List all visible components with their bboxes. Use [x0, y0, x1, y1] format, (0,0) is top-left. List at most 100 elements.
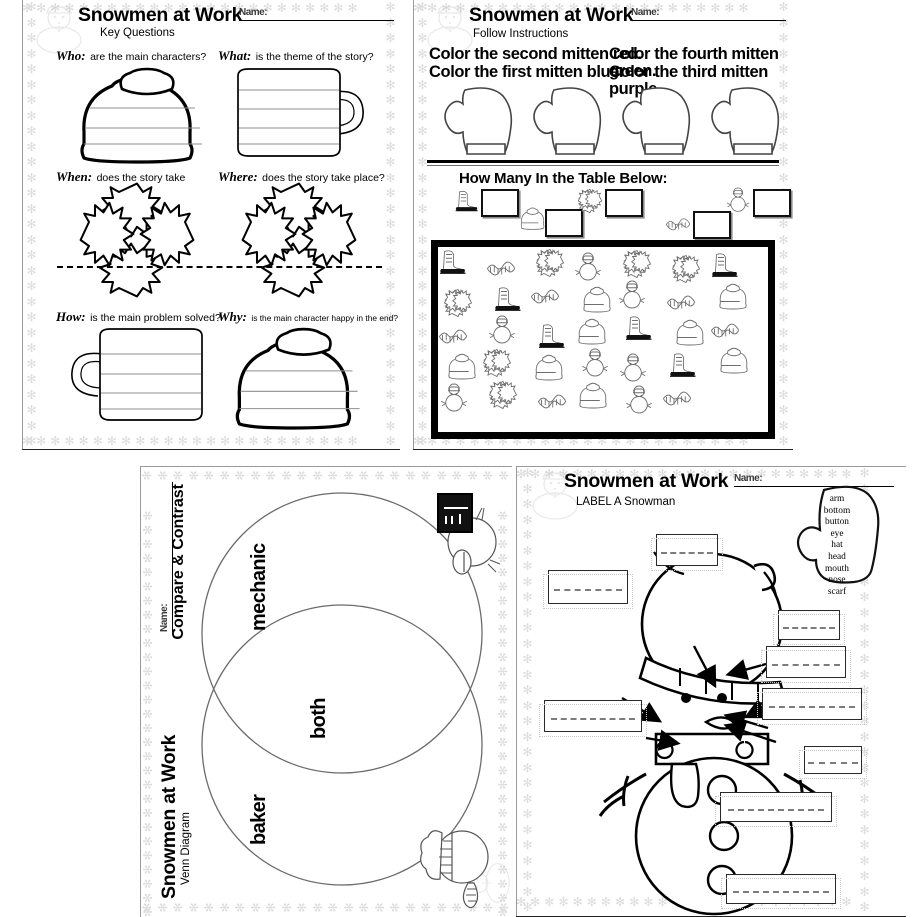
mitten-row: [431, 84, 782, 156]
answer-area-snowflake-when[interactable]: [52, 180, 222, 300]
grid-item-hat: [574, 317, 606, 347]
answer-area-mug-how[interactable]: [52, 322, 220, 428]
snowflake-border-left: ✻ ✻ ✻ ✻ ✻ ✻ ✻ ✻ ✻ ✻ ✻ ✻ ✻ ✻ ✻ ✻ ✻ ✻ ✻ ✻ …: [522, 466, 533, 914]
grid-item-ice-skate: [623, 313, 653, 343]
question-label: What:: [218, 48, 252, 63]
grid-item-hat: [672, 318, 704, 348]
venn-right-label: mechanic: [248, 543, 270, 631]
word-bank-item: mouth: [825, 563, 849, 574]
mitten-4[interactable]: [698, 84, 782, 156]
page-title: Snowmen at Work: [564, 470, 729, 492]
page-subtitle: Follow Instructions: [473, 28, 569, 40]
name-label: Name:: [631, 7, 660, 18]
grid-item-snowflake: [622, 249, 652, 279]
snowflake-border-left: ✻ ✻ ✻ ✻ ✻ ✻ ✻ ✻ ✻ ✻ ✻ ✻ ✻ ✻ ✻ ✻ ✻ ✻ ✻ ✻ …: [26, 0, 37, 448]
label-box[interactable]: [761, 646, 851, 683]
venn-rotated-canvas: ✻ ✻ ✻ ✻ ✻ ✻ ✻ ✻ ✻ ✻ ✻ ✻ ✻ ✻ ✻ ✻ ✻ ✻ ✻ ✻ …: [140, 466, 512, 917]
count-item-ice-skate-icon: [453, 188, 479, 214]
grid-item-hat: [444, 352, 476, 382]
count-answer-box-snowman[interactable]: [753, 189, 791, 217]
count-answer-box-hat[interactable]: [545, 209, 583, 237]
snowflake-writing-line: [57, 266, 382, 268]
instruction-2: Color the first mitten blue.: [429, 63, 624, 81]
question-where: Where: does the story take place?: [218, 168, 385, 186]
name-label: Name:: [239, 7, 268, 18]
grid-item-ice-skate: [437, 247, 467, 277]
label-box[interactable]: [539, 700, 647, 737]
grid-item-scarf: [710, 314, 740, 344]
question-text: is the main problem solved?: [90, 312, 221, 324]
snowflake-border-left: ✻ ✻ ✻ ✻ ✻ ✻ ✻ ✻ ✻ ✻ ✻ ✻ ✻ ✻ ✻ ✻ ✻ ✻ ✻ ✻ …: [417, 0, 428, 448]
name-field[interactable]: Name:: [631, 2, 786, 21]
venn-page-subtitle: Venn Diagram: [180, 812, 192, 885]
grid-item-hat: [579, 285, 611, 315]
label-box[interactable]: [651, 534, 723, 571]
mitten-2[interactable]: [520, 84, 604, 156]
word-bank-item: nose: [828, 575, 846, 586]
question-text: does the story take place?: [262, 172, 385, 184]
page-edge-left: [140, 466, 141, 917]
word-bank-item: arm: [829, 494, 845, 504]
label-box[interactable]: [721, 874, 841, 909]
page-title: Snowmen at Work: [78, 4, 243, 26]
answer-area-hat-why[interactable]: [214, 322, 384, 430]
page-edge-left: [516, 466, 517, 917]
answer-area-snowflake-where[interactable]: [214, 180, 384, 300]
worksheet-venn-diagram: ✻ ✻ ✻ ✻ ✻ ✻ ✻ ✻ ✻ ✻ ✻ ✻ ✻ ✻ ✻ ✻ ✻ ✻ ✻ ✻ …: [140, 466, 512, 917]
word-bank-item: scarf: [827, 586, 847, 597]
mitten-3[interactable]: [609, 84, 693, 156]
snowflake-border-right: ✻ ✻ ✻ ✻ ✻ ✻ ✻ ✻ ✻ ✻ ✻ ✻ ✻ ✻ ✻ ✻ ✻ ✻ ✻ ✻ …: [385, 0, 396, 448]
question-why: Why: is the main character happy in the …: [218, 308, 398, 326]
question-text: does the story take: [96, 172, 186, 184]
answer-area-mug-what[interactable]: [218, 62, 383, 162]
venn-heading: Compare & Contrast: [170, 484, 187, 640]
question-label: When:: [56, 169, 93, 184]
snowman-watermark-icon: [532, 472, 578, 520]
snowman-watermark-icon: [427, 6, 473, 54]
picture-count-grid: [431, 240, 775, 439]
question-text: is the theme of the story?: [255, 51, 374, 63]
label-box[interactable]: [757, 688, 867, 725]
count-answer-box-scarf[interactable]: [693, 211, 731, 239]
page-edge-bottom: [413, 449, 793, 450]
label-box[interactable]: [799, 746, 867, 779]
grid-item-hat: [531, 353, 563, 383]
divider-rule-1: [427, 160, 779, 163]
count-item-scarf-icon: [665, 210, 691, 236]
page-title: Snowmen at Work: [469, 4, 634, 26]
question-text: is the main character happy in the end?: [251, 313, 398, 323]
instruction-3: Color the fourth mitten green.: [609, 45, 779, 80]
question-label: Who:: [56, 48, 86, 63]
grid-item-hat: [575, 381, 607, 411]
venn-page-title: Snowmen at Work: [158, 734, 180, 899]
grid-item-snowflake: [482, 348, 512, 378]
label-box[interactable]: [715, 792, 837, 827]
worksheet-label-a-snowman: ✻ ✻ ✻ ✻ ✻ ✻ ✻ ✻ ✻ ✻ ✻ ✻ ✻ ✻ ✻ ✻ ✻ ✻ ✻ ✻ …: [516, 466, 906, 917]
instruction-1: Color the second mitten red.: [429, 45, 642, 63]
grid-item-snowman: [580, 348, 610, 379]
count-answer-box-snowflake[interactable]: [605, 189, 643, 217]
page-edge-left: [22, 0, 23, 450]
grid-item-ice-skate: [709, 250, 739, 280]
grid-item-scarf: [537, 385, 567, 415]
snowflake-border-top: ✻✻✻✻✻✻✻✻✻✻✻✻✻✻✻✻✻✻✻✻✻✻✻✻: [516, 467, 856, 481]
count-table-heading: How Many In the Table Below:: [459, 170, 668, 187]
grid-item-snowflake: [488, 380, 518, 410]
grid-item-snowman: [439, 383, 469, 414]
count-answer-box-ice-skate[interactable]: [481, 189, 519, 217]
venn-circles[interactable]: [192, 487, 492, 895]
grid-item-hat: [716, 346, 748, 376]
label-box[interactable]: [543, 570, 633, 609]
mitten-1[interactable]: [431, 84, 515, 156]
snowflake-border-top: ✻✻✻✻✻✻✻✻✻✻✻✻✻✻✻✻✻✻✻✻✻✻✻✻✻✻✻✻✻: [141, 506, 155, 917]
name-field[interactable]: Name:: [734, 468, 894, 487]
word-bank-mitten-icon: [796, 485, 880, 584]
grid-item-scarf: [486, 252, 516, 282]
grid-item-snowman: [617, 280, 647, 311]
word-bank-item: hat: [831, 540, 843, 551]
label-box[interactable]: [773, 610, 845, 645]
name-field[interactable]: Name:: [239, 2, 394, 21]
question-text: are the main characters?: [90, 51, 207, 63]
answer-area-hat-who[interactable]: [60, 62, 225, 164]
baker-snowman-icon: [420, 830, 489, 909]
